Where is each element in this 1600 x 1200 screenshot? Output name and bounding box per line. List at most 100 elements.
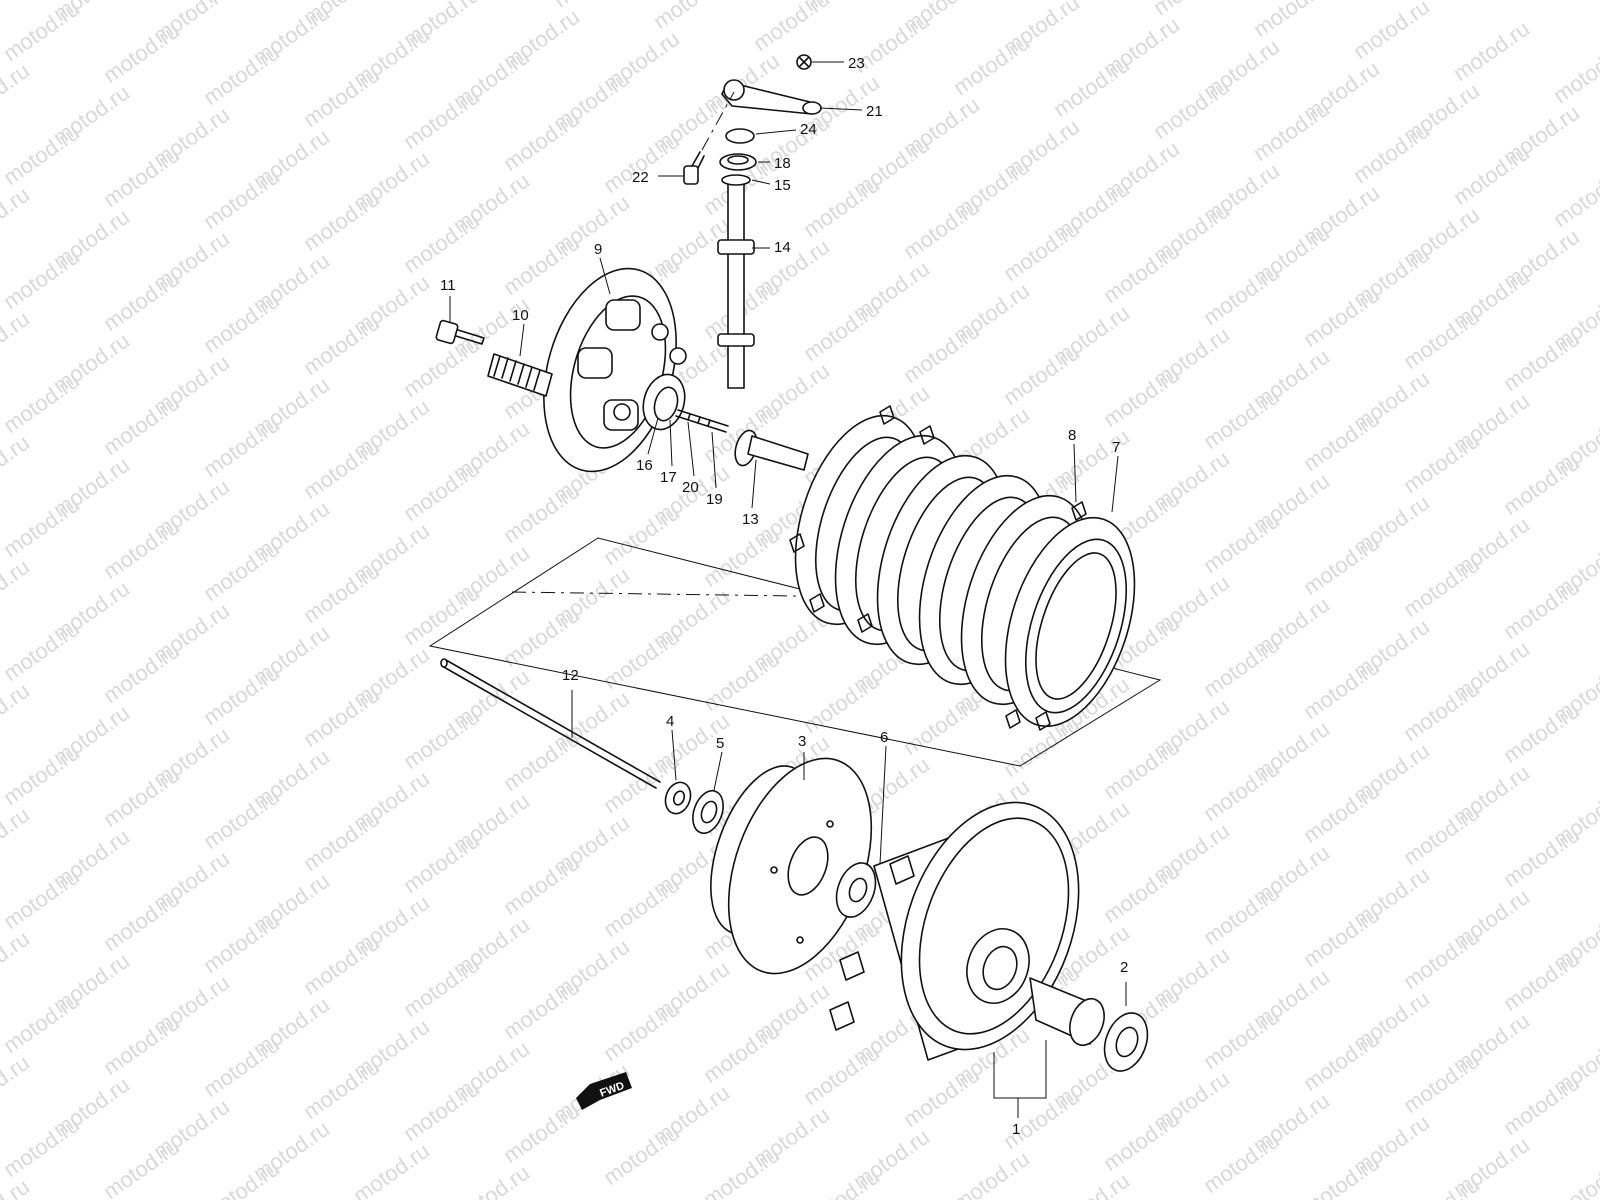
- watermark-text: motod.ru: [499, 850, 584, 920]
- watermark-text: motod.ru: [199, 784, 284, 854]
- watermark-text: motod.ru: [0, 58, 34, 128]
- watermark-text: motod.ru: [199, 1032, 284, 1102]
- thrust-washer-4: [664, 781, 692, 815]
- push-rod-short: [675, 409, 729, 433]
- clutch-spring: [487, 353, 553, 397]
- watermark-text: motod.ru: [1199, 384, 1284, 454]
- watermark-text: motod.ru: [1499, 822, 1584, 892]
- leader-lines: [449, 61, 1127, 1006]
- watermark-text: motod.ru: [499, 106, 584, 176]
- callout-4: 4: [666, 713, 674, 730]
- watermark-text: motod.ru: [1549, 38, 1600, 108]
- watermark-text: motod.ru: [1399, 552, 1484, 622]
- watermark-text: motod.ru: [1399, 304, 1484, 374]
- watermark-text: motod.ru: [499, 726, 584, 796]
- watermark-text: motod.ru: [399, 704, 484, 774]
- watermark-text: motod.ru: [1099, 362, 1184, 432]
- callout-7: 7: [1112, 439, 1120, 456]
- callout-1: 1: [1012, 1121, 1020, 1138]
- washer-6: [835, 862, 877, 918]
- watermark-text: motod.ru: [949, 30, 1034, 100]
- watermark-text: motod.ru: [599, 1120, 684, 1190]
- watermark-text: motod.ru: [899, 318, 984, 388]
- release-bearing: [642, 373, 686, 431]
- callout-labels: 1 2 3 4 5 6 7 8 9 10 11 12 13 14 15 16 1…: [440, 55, 1128, 1138]
- watermark-text: motod.ru: [499, 602, 584, 672]
- watermark-text: motod.ru: [199, 288, 284, 358]
- watermark-text: motod.ru: [0, 1174, 34, 1200]
- watermark-text: motod.ru: [299, 558, 384, 628]
- watermark-text: motod.ru: [1499, 698, 1584, 768]
- watermark-text: motod.ru: [899, 194, 984, 264]
- oil-seal: [719, 153, 757, 171]
- watermark-text: motod.ru: [1099, 1106, 1184, 1176]
- watermark-text: motod.ru: [0, 1112, 84, 1182]
- watermark-text: motod.ru: [399, 1076, 484, 1146]
- clutch-plates-stack: [789, 405, 1136, 731]
- watermark-text: motod.ru: [749, 0, 834, 56]
- callout-22: 22: [632, 169, 649, 186]
- watermark-text: motod.ru: [199, 412, 284, 482]
- watermark-text: motod.ru: [899, 1062, 984, 1132]
- watermark-text: motod.ru: [1549, 1154, 1600, 1200]
- watermark-text: motod.ru: [1449, 140, 1534, 210]
- watermark-text: motod.ru: [299, 310, 384, 380]
- callout-24: 24: [800, 121, 817, 138]
- watermark-text: motod.ru: [99, 266, 184, 336]
- watermark-text: motod.ru: [199, 164, 284, 234]
- watermark-text: motod.ru: [0, 1050, 34, 1120]
- watermark-text: motod.ru: [999, 216, 1084, 286]
- watermark-text: motod.ru: [1399, 676, 1484, 746]
- watermark-text: motod.ru: [99, 514, 184, 584]
- watermark-text: motod.ru: [0, 988, 84, 1058]
- watermark-text: motod.ru: [0, 492, 84, 562]
- watermark-text: motod.ru: [99, 638, 184, 708]
- callout-13: 13: [742, 511, 759, 528]
- watermark-text: motod.ru: [1199, 632, 1284, 702]
- watermark-text: motod.ru: [299, 62, 384, 132]
- callout-14: 14: [774, 239, 791, 256]
- callout-1-bracket: [993, 1040, 1047, 1118]
- clutch-release-shaft: [717, 174, 755, 389]
- watermark-text: motod.ru: [0, 430, 34, 500]
- callout-9: 9: [594, 241, 602, 258]
- watermark-text: motod.ru: [1099, 858, 1184, 928]
- watermark-text: motod.ru: [699, 1142, 784, 1200]
- watermark-text: motod.ru: [99, 18, 184, 88]
- callout-15: 15: [774, 177, 791, 194]
- watermark-text: motod.ru: [1299, 902, 1384, 972]
- screw-23: [796, 54, 812, 70]
- watermark-text: motod.ru: [799, 296, 884, 366]
- watermark-text: motod.ru: [0, 864, 84, 934]
- watermark-text: motod.ru: [799, 1164, 884, 1200]
- watermark-text: motod.ru: [599, 996, 684, 1066]
- watermark-text: motod.ru: [0, 0, 34, 4]
- watermark-text: motod.ru: [949, 1146, 1034, 1200]
- watermark-text: motod.ru: [199, 908, 284, 978]
- watermark-text: motod.ru: [999, 1084, 1084, 1154]
- watermark-text: motod.ru: [99, 390, 184, 460]
- push-rod-long: [440, 658, 661, 789]
- watermark-text: motod.ru: [1299, 1150, 1384, 1200]
- watermark-text: motod.ru: [1499, 450, 1584, 520]
- watermark-text: motod.ru: [1399, 428, 1484, 498]
- watermark-text: motod.ru: [1449, 16, 1534, 86]
- watermark-text: motod.ru: [499, 478, 584, 548]
- watermark-text: motod.ru: [599, 872, 684, 942]
- clutch-spring-bolt: [435, 319, 485, 345]
- watermark-text: motod.ru: [199, 536, 284, 606]
- watermark-text: motod.ru: [1399, 800, 1484, 870]
- watermark-text: motod.ru: [0, 120, 84, 190]
- watermark-text: motod.ru: [299, 930, 384, 1000]
- callout-19: 19: [706, 491, 723, 508]
- callout-2: 2: [1120, 959, 1128, 976]
- watermark-text: motod.ru: [699, 646, 784, 716]
- watermark-text: motod.ru: [1249, 0, 1334, 42]
- callout-16: 16: [636, 457, 653, 474]
- watermark-text: motod.ru: [399, 332, 484, 402]
- watermark-text: motod.ru: [0, 244, 84, 314]
- watermark-text: motod.ru: [0, 926, 34, 996]
- watermark-text: motod.ru: [99, 142, 184, 212]
- watermark-text: motod.ru: [299, 1054, 384, 1124]
